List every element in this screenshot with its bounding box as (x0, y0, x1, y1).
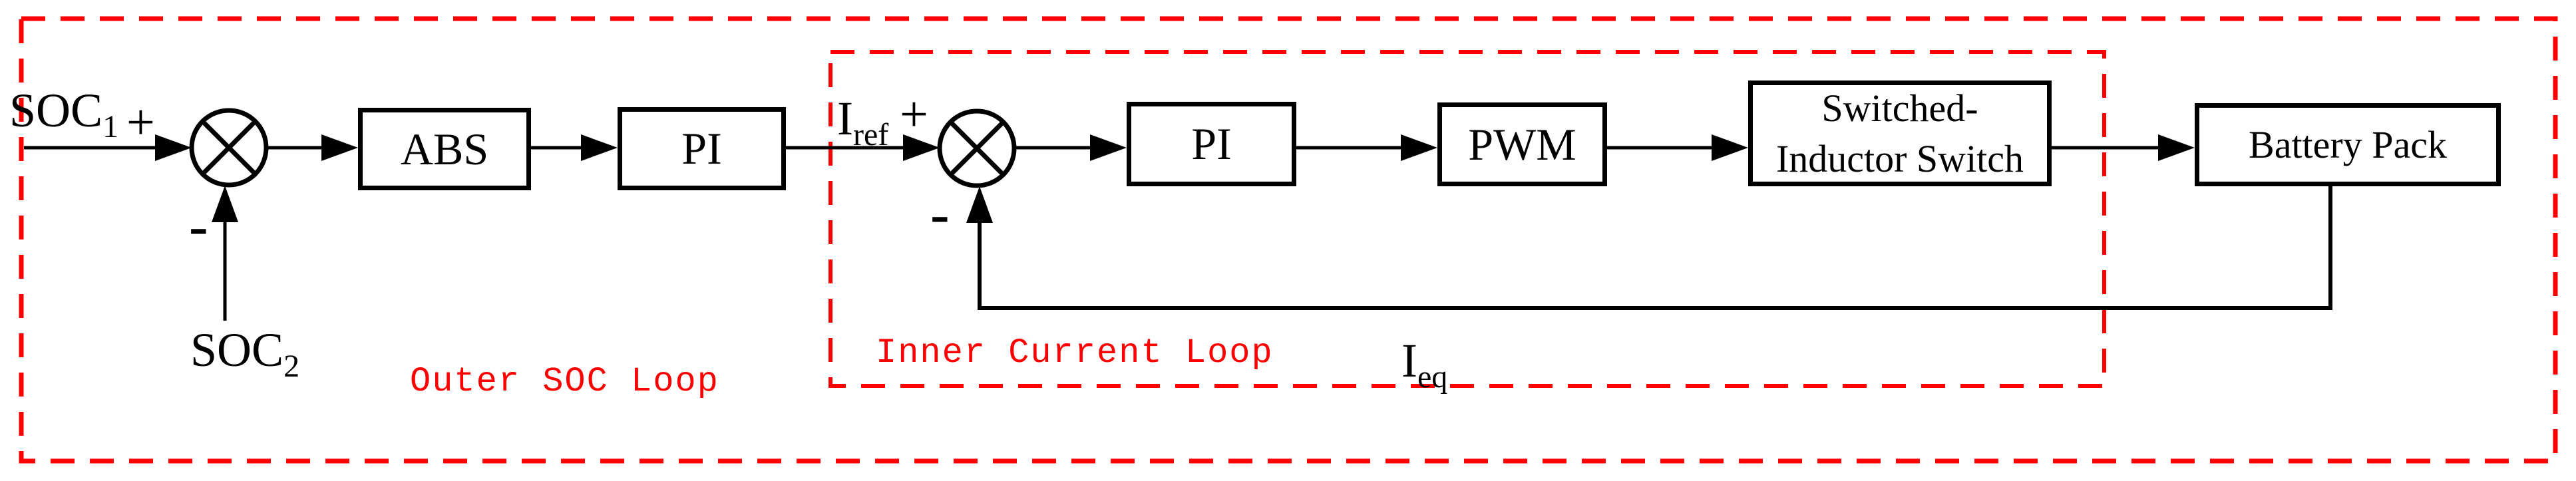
feedback-path (978, 186, 2332, 310)
ieq-subscript: eq (1417, 359, 1448, 395)
sum1-minus-sign: - (189, 194, 208, 257)
iref-subscript: ref (852, 117, 889, 152)
summing-junction-inner-x2 (950, 122, 1004, 175)
switched-inductor-line1: Switched- (1821, 86, 1978, 130)
sum2-minus-sign: - (930, 182, 950, 245)
sum1-plus-sign: + (126, 94, 155, 150)
arrow-soc2-up (212, 186, 238, 222)
inner-loop-boundary (828, 50, 2106, 388)
abs-block: ABS (358, 108, 531, 190)
iref-base: I (837, 92, 853, 145)
arrow-into-sis (1712, 134, 1748, 161)
soc1-subscript: 1 (102, 109, 119, 144)
arrow-into-sum2 (903, 134, 940, 161)
signal-lines (24, 146, 2164, 321)
battery-pack-block: Battery Pack (2195, 103, 2501, 186)
arrow-into-abs (321, 134, 358, 161)
soc2-base: SOC (190, 323, 284, 377)
arrow-into-sum1 (155, 134, 192, 161)
switched-inductor-line2: Inductor Switch (1775, 136, 2024, 180)
outer-loop-caption: Outer SOC Loop (410, 362, 719, 401)
arrow-into-pi-outer (581, 134, 618, 161)
summing-junction-inner-circle (937, 108, 1017, 188)
arrow-into-pi-inner (1090, 134, 1127, 161)
inner-loop-caption: Inner Current Loop (876, 333, 1274, 373)
arrow-into-pwm (1401, 134, 1437, 161)
pi-inner-block: PI (1127, 102, 1296, 186)
summing-junction-outer-circle (189, 108, 269, 188)
arrow-feedback-up (966, 186, 993, 223)
outer-loop-boundary (19, 16, 2558, 464)
pwm-block-label: PWM (1468, 118, 1576, 170)
wire-ieq-feedback (978, 186, 2332, 310)
pi-inner-block-label: PI (1191, 118, 1232, 169)
pwm-block: PWM (1437, 102, 1607, 186)
summing-junction-outer-x2 (202, 121, 256, 174)
soc1-label: SOC1 (9, 86, 118, 143)
soc2-label: SOC2 (190, 326, 299, 383)
ieq-base: I (1401, 334, 1417, 387)
summing-junction-outer (189, 108, 269, 188)
pi-outer-block-label: PI (681, 123, 722, 174)
soc1-base: SOC (9, 84, 103, 137)
switched-inductor-switch-block: Switched- Inductor Switch (1748, 80, 2052, 186)
sum2-plus-sign: + (900, 86, 928, 142)
arrowheads (155, 134, 2195, 223)
pi-outer-block: PI (618, 107, 786, 190)
switched-inductor-switch-label: Switched- Inductor Switch (1776, 83, 2024, 184)
ieq-label: Ieq (1401, 337, 1447, 393)
summing-junction-inner (937, 108, 1017, 188)
iref-label: Iref (837, 94, 888, 151)
abs-block-label: ABS (400, 123, 489, 174)
soc2-subscript: 2 (283, 349, 300, 384)
arrow-into-battery (2158, 134, 2195, 161)
battery-pack-label: Battery Pack (2249, 122, 2447, 166)
